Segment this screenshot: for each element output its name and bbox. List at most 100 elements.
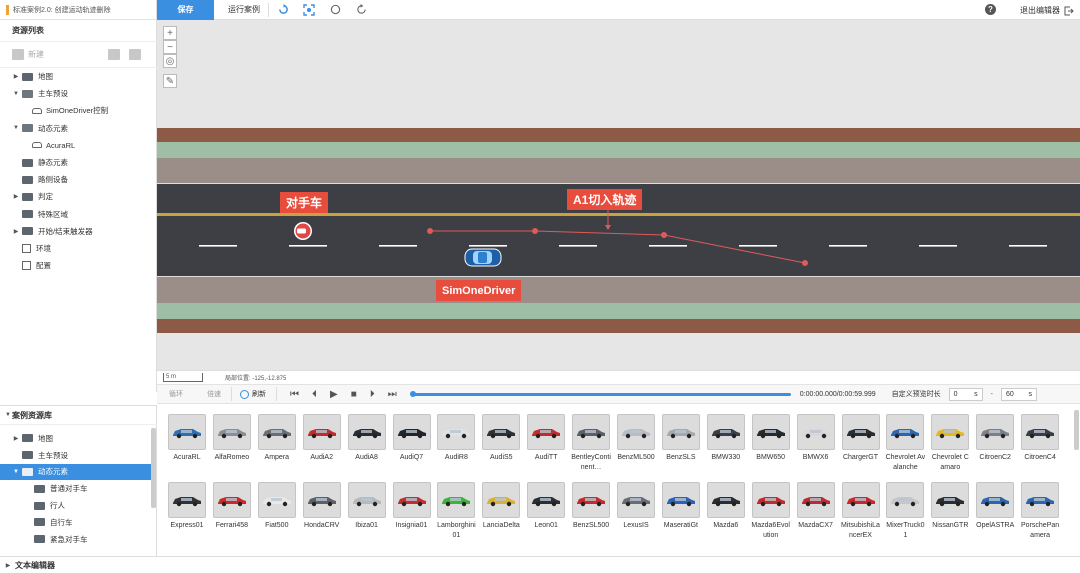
- case-tree-item[interactable]: 紧急对手车: [0, 531, 151, 548]
- vehicle-thumbnail[interactable]: [976, 414, 1015, 450]
- expanded-arrow-icon[interactable]: ▼: [13, 468, 19, 475]
- trajectory-tag[interactable]: A1切入轨迹: [567, 189, 643, 210]
- resource-tree-item[interactable]: ▼动态元素: [0, 120, 157, 137]
- resource-tree-item[interactable]: ▶地图: [0, 68, 157, 85]
- vehicle-thumbnail[interactable]: [886, 414, 925, 450]
- vehicle-thumbnail[interactable]: [257, 482, 296, 518]
- vehicle-thumbnail[interactable]: [706, 414, 745, 450]
- vehicle-card[interactable]: BMW330: [706, 414, 746, 463]
- trajectory-line[interactable]: [430, 230, 806, 264]
- speed-toggle[interactable]: 倍速: [207, 391, 221, 398]
- vehicle-card[interactable]: Lamborghini01: [436, 482, 476, 540]
- vehicle-thumbnail[interactable]: [392, 482, 431, 518]
- vehicle-thumbnail[interactable]: [751, 414, 790, 450]
- vehicle-card[interactable]: Leon01: [526, 482, 566, 531]
- vehicle-thumbnail[interactable]: [482, 414, 521, 450]
- vehicle-thumbnail[interactable]: [617, 482, 655, 518]
- trajectory-point[interactable]: [532, 228, 538, 234]
- vehicle-thumbnail[interactable]: [841, 482, 880, 518]
- refresh-label[interactable]: 刷新: [252, 391, 266, 398]
- stop-icon[interactable]: ■: [350, 388, 357, 400]
- resource-tree-item[interactable]: ▶开始/结束触发器: [0, 223, 157, 240]
- vehicle-thumbnail[interactable]: [437, 414, 476, 450]
- delete-icon[interactable]: [108, 49, 120, 60]
- vehicle-card[interactable]: HondaCRV: [302, 482, 342, 531]
- vehicle-card[interactable]: Mazda6: [706, 482, 746, 531]
- vehicle-thumbnail[interactable]: [482, 482, 521, 518]
- vehicle-card[interactable]: BenzSLS: [661, 414, 701, 463]
- vehicle-card[interactable]: LanciaDelta: [481, 482, 521, 531]
- vehicle-thumbnail[interactable]: [347, 482, 386, 518]
- ruler-icon[interactable]: ✎: [163, 74, 177, 88]
- case-tree-item[interactable]: 自行车: [0, 514, 151, 531]
- undo-icon[interactable]: [277, 4, 289, 16]
- case-tree-item[interactable]: 普通对手车: [0, 480, 151, 497]
- vehicle-card[interactable]: AudiS5: [481, 414, 521, 463]
- target-icon[interactable]: ◎: [163, 54, 177, 68]
- vehicle-card[interactable]: Mazda6Evolution: [751, 482, 791, 540]
- play-icon[interactable]: ▶: [330, 388, 338, 400]
- vehicle-thumbnail[interactable]: [168, 482, 206, 518]
- vehicle-card[interactable]: PorschePanamera: [1020, 482, 1060, 540]
- vehicle-card[interactable]: Ibiza01: [347, 482, 387, 531]
- resource-tree-item[interactable]: 静态元素: [0, 154, 157, 171]
- vehicle-card[interactable]: MazdaCX7: [796, 482, 836, 531]
- vehicle-thumbnail[interactable]: [572, 482, 611, 518]
- vehicle-thumbnail[interactable]: [976, 482, 1015, 518]
- vehicle-card[interactable]: Chevrolet Camaro: [930, 414, 970, 472]
- vehicle-thumbnail[interactable]: [617, 414, 655, 450]
- vehicle-card[interactable]: Insignia01: [392, 482, 432, 531]
- resource-tree-item[interactable]: 特殊区域: [0, 206, 157, 223]
- vehicle-card[interactable]: Ampera: [257, 414, 297, 463]
- resource-tree-item[interactable]: AcuraRL: [0, 137, 157, 154]
- ego-car[interactable]: [464, 248, 502, 267]
- trajectory-point[interactable]: [802, 260, 808, 266]
- resource-tree-item[interactable]: 环境: [0, 240, 157, 257]
- opponent-car-tag[interactable]: 对手车: [280, 192, 329, 213]
- vehicle-card[interactable]: BMWX6: [796, 414, 836, 463]
- vehicle-thumbnail[interactable]: [212, 482, 251, 518]
- zoom-out-icon[interactable]: −: [163, 40, 177, 54]
- vehicle-thumbnail[interactable]: [302, 414, 341, 450]
- vehicle-card[interactable]: Fiat500: [257, 482, 297, 531]
- trajectory-point[interactable]: [661, 232, 667, 238]
- copy-icon[interactable]: [129, 49, 141, 60]
- preview-end-input[interactable]: 60 s: [1001, 387, 1037, 401]
- case-library-header[interactable]: ▼ 案例资源库: [0, 405, 157, 425]
- vehicle-thumbnail[interactable]: [796, 482, 835, 518]
- vehicle-card[interactable]: CitroenC4: [1020, 414, 1060, 463]
- vehicle-card[interactable]: OpelASTRA: [975, 482, 1015, 531]
- collapsed-arrow-icon[interactable]: ▶: [13, 435, 19, 442]
- case-tree-item[interactable]: 主车预设: [0, 447, 151, 464]
- ego-driver-tag[interactable]: SimOneDriver: [436, 280, 522, 301]
- vehicle-card[interactable]: AudiQ7: [392, 414, 432, 463]
- vehicle-thumbnail[interactable]: [1021, 414, 1060, 450]
- resource-tree-item[interactable]: ▶判定: [0, 188, 157, 205]
- vehicle-thumbnail[interactable]: [302, 482, 341, 518]
- resource-tree-item[interactable]: 路侧设备: [0, 171, 157, 188]
- collapsed-arrow-icon[interactable]: ▶: [13, 194, 19, 201]
- loop-toggle[interactable]: 循环: [169, 391, 183, 398]
- preview-start-input[interactable]: 0 s: [948, 387, 983, 401]
- rotate-left-icon[interactable]: [329, 4, 341, 16]
- vehicle-thumbnail[interactable]: [168, 414, 206, 450]
- vehicle-thumbnail[interactable]: [437, 482, 476, 518]
- scenario-map[interactable]: + − ◎ ✎: [157, 20, 1080, 370]
- zoom-in-icon[interactable]: +: [163, 26, 177, 40]
- vehicle-card[interactable]: BMW650: [751, 414, 791, 463]
- resource-tree-item[interactable]: SimOneDriver控制: [0, 102, 157, 119]
- focus-icon[interactable]: [303, 3, 315, 16]
- vehicle-thumbnail[interactable]: [931, 414, 970, 450]
- vehicle-thumbnail[interactable]: [661, 482, 700, 518]
- vehicle-thumbnail[interactable]: [796, 414, 835, 450]
- vehicle-card[interactable]: BenzML500: [616, 414, 656, 463]
- case-tree-item[interactable]: ▼动态元素: [0, 463, 151, 481]
- vehicle-thumbnail[interactable]: [212, 414, 251, 450]
- vehicle-thumbnail[interactable]: [347, 414, 386, 450]
- new-folder-icon[interactable]: [12, 49, 24, 60]
- resource-tree-item[interactable]: 配置: [0, 257, 157, 274]
- vehicle-card[interactable]: Chevrolet Avalanche: [885, 414, 925, 472]
- vehicle-card[interactable]: AudiR8: [436, 414, 476, 463]
- vehicle-card[interactable]: AudiA8: [347, 414, 387, 463]
- vehicle-card[interactable]: NissanGTR: [930, 482, 970, 531]
